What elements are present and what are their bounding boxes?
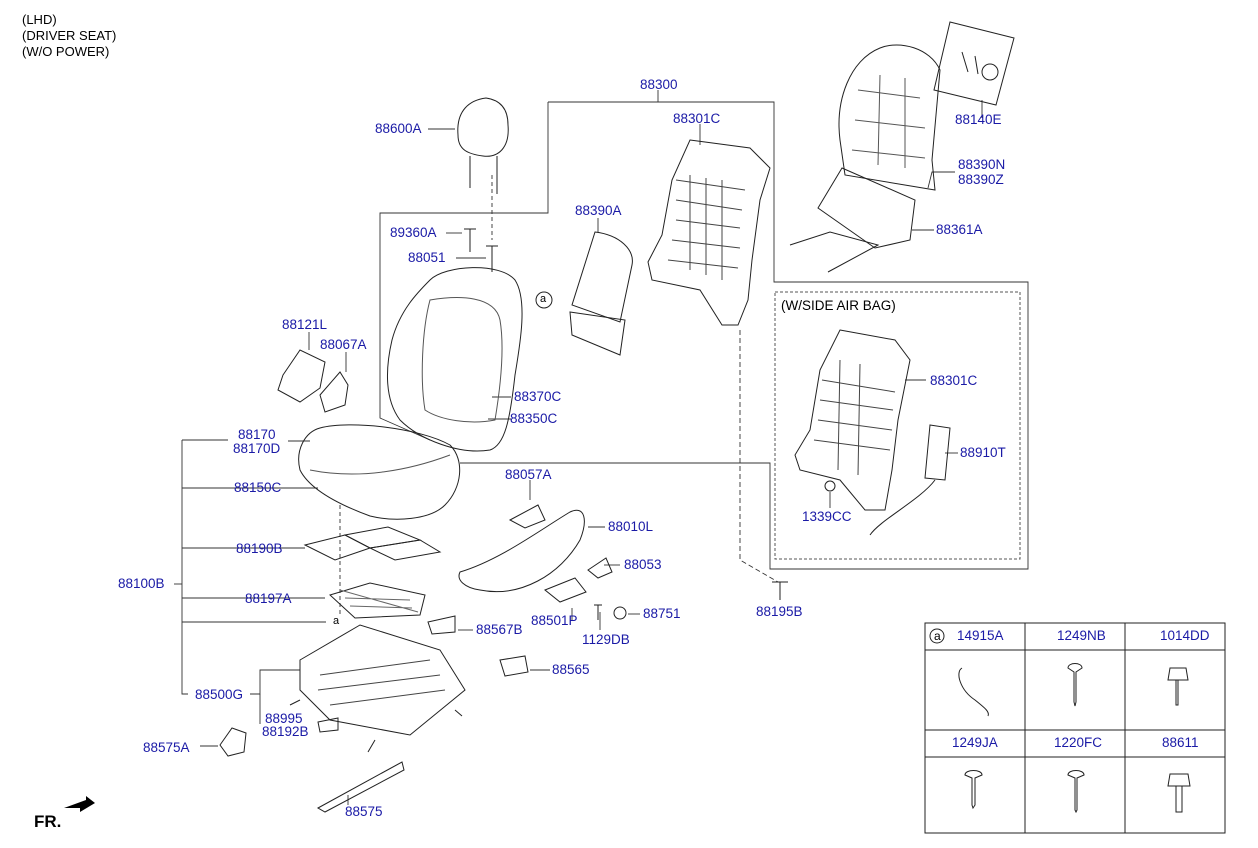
fastener-label[interactable]: 1220FC xyxy=(1054,735,1103,750)
part-label[interactable]: 88361A xyxy=(936,222,983,237)
side-shield-drawing xyxy=(317,504,627,733)
wire-clip-icon xyxy=(958,667,989,717)
back-foam-drawing xyxy=(569,231,633,356)
back-frame-drawing xyxy=(647,139,771,326)
part-label[interactable]: 88575 xyxy=(345,804,383,819)
part-label[interactable]: 88170D xyxy=(233,441,281,456)
callout-circle-a xyxy=(535,291,553,309)
part-label[interactable]: 88010L xyxy=(608,519,654,534)
map-pocket-drawing xyxy=(789,167,916,273)
bolt-icon xyxy=(1167,667,1189,706)
part-label[interactable]: 88567B xyxy=(476,622,523,637)
part-label[interactable]: 88192B xyxy=(262,724,309,739)
fastener-label[interactable]: 88611 xyxy=(1162,735,1199,750)
airbag-inset-frame xyxy=(774,291,1021,560)
fastener-label[interactable]: 1014DD xyxy=(1160,628,1210,643)
part-label[interactable]: 88501P xyxy=(531,613,578,628)
part-label[interactable]: 88067A xyxy=(320,337,367,352)
part-label[interactable]: 88057A xyxy=(505,467,552,482)
cushion-cover-drawing xyxy=(298,424,461,520)
part-label[interactable]: 88170 xyxy=(238,427,276,442)
seatback-cover-drawing xyxy=(386,267,523,452)
fastener-table xyxy=(924,622,1226,834)
part-label[interactable]: 88370C xyxy=(514,389,562,404)
part-label[interactable]: 88195B xyxy=(756,604,803,619)
part-label[interactable]: 88053 xyxy=(624,557,662,572)
airbag-frame-drawing xyxy=(794,329,951,536)
table-callout-a: a xyxy=(934,629,941,643)
side-cover-drawing xyxy=(277,349,349,413)
flange-bolt-icon xyxy=(1167,773,1191,813)
pin-drawing xyxy=(464,228,498,272)
part-label[interactable]: 88500G xyxy=(195,687,244,702)
airbag-inset-title: (W/SIDE AIR BAG) xyxy=(781,298,896,313)
note-wo-power: (W/O POWER) xyxy=(22,44,110,59)
part-label[interactable]: 88390A xyxy=(575,203,622,218)
bolt-drawing xyxy=(772,581,788,600)
note-lhd: (LHD) xyxy=(22,12,57,27)
part-label[interactable]: 88300 xyxy=(640,77,678,92)
part-label[interactable]: 88190B xyxy=(236,541,283,556)
diagram-callout-a-2: a xyxy=(333,615,340,627)
track-cover-drawing xyxy=(219,727,405,813)
part-label[interactable]: 88140E xyxy=(955,112,1002,127)
back-panel-drawing xyxy=(933,21,1015,106)
part-label[interactable]: 88301C xyxy=(930,373,978,388)
tapping-screw-icon xyxy=(1067,770,1085,814)
fastener-label[interactable]: 1249NB xyxy=(1057,628,1106,643)
fr-label: FR. xyxy=(34,812,62,831)
seat-track-drawing xyxy=(289,624,466,753)
fr-arrow-icon xyxy=(64,796,95,812)
leader-lines xyxy=(174,90,1029,805)
part-label[interactable]: 88751 xyxy=(643,606,681,621)
back-board-drawing xyxy=(838,44,941,191)
part-label[interactable]: 88100B xyxy=(118,576,165,591)
part-label[interactable]: 88600A xyxy=(375,121,422,136)
part-label[interactable]: 88565 xyxy=(552,662,590,677)
headrest-drawing xyxy=(457,97,509,194)
part-label[interactable]: 88150C xyxy=(234,480,282,495)
part-label[interactable]: 88910T xyxy=(960,445,1006,460)
part-label[interactable]: 88197A xyxy=(245,591,292,606)
fastener-label[interactable]: 1249JA xyxy=(952,735,998,750)
seat-mat-drawing xyxy=(329,582,426,619)
part-label[interactable]: 88301C xyxy=(673,111,721,126)
part-label[interactable]: 88390N xyxy=(958,157,1006,172)
fastener-label[interactable]: 14915A xyxy=(957,628,1004,643)
part-label[interactable]: 88575A xyxy=(143,740,190,755)
diagram-callout-a: a xyxy=(540,293,547,305)
screw-icon xyxy=(1067,663,1083,707)
part-label[interactable]: 88121L xyxy=(282,317,328,332)
cushion-pad-drawing xyxy=(303,526,442,561)
part-label[interactable]: 88350C xyxy=(510,411,558,426)
part-label[interactable]: 88995 xyxy=(265,711,303,726)
part-label[interactable]: 88390Z xyxy=(958,172,1004,187)
screw-icon-2 xyxy=(964,770,983,810)
part-label[interactable]: 1339CC xyxy=(802,509,852,524)
part-label[interactable]: 1129DB xyxy=(582,632,630,647)
part-label[interactable]: 89360A xyxy=(390,225,437,240)
note-driver-seat: (DRIVER SEAT) xyxy=(22,28,117,43)
part-label[interactable]: 88051 xyxy=(408,250,446,265)
